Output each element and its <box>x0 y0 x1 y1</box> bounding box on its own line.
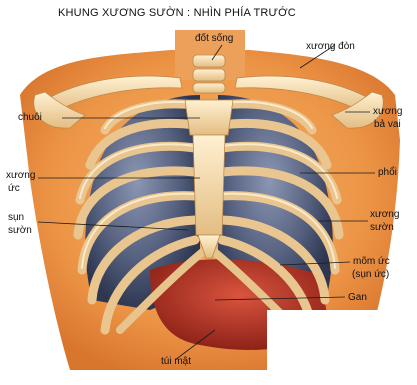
label-xuong-ba-vai-line2: bả vai <box>374 119 401 130</box>
vertebra-3 <box>193 83 225 93</box>
label-xuong-suon-line1: xương <box>370 209 399 220</box>
label-gan: Gan <box>348 292 367 303</box>
label-xuong-ba-vai-line1: xương <box>373 106 402 117</box>
label-mom-uc-line1: mõm ức <box>353 256 390 267</box>
label-xuong-suon-line2: sườn <box>370 222 394 233</box>
sternum-body <box>193 135 225 235</box>
label-chuoi: chuôi <box>18 112 42 123</box>
label-xuong-uc-line1: xương <box>6 170 35 181</box>
label-xuong-uc-line2: ức <box>8 183 20 194</box>
diagram-title: KHUNG XƯƠNG SƯỜN : NHÌN PHÍA TRƯỚC <box>58 7 296 19</box>
vertebra-1 <box>193 55 225 67</box>
blank-corner <box>267 310 417 385</box>
label-dot-song: đốt sống <box>195 33 233 44</box>
label-xuong-don: xương đòn <box>306 41 355 52</box>
label-tui-mat: túi mật <box>161 356 191 367</box>
label-sun-suon-line2: sườn <box>8 225 32 236</box>
label-sun-suon-line1: sụn <box>8 212 24 223</box>
vertebra-2 <box>193 69 225 81</box>
label-mom-uc-line2: (sụn ức) <box>352 269 389 280</box>
label-phoi: phổi <box>378 167 397 178</box>
sternum-manubrium <box>185 100 233 135</box>
